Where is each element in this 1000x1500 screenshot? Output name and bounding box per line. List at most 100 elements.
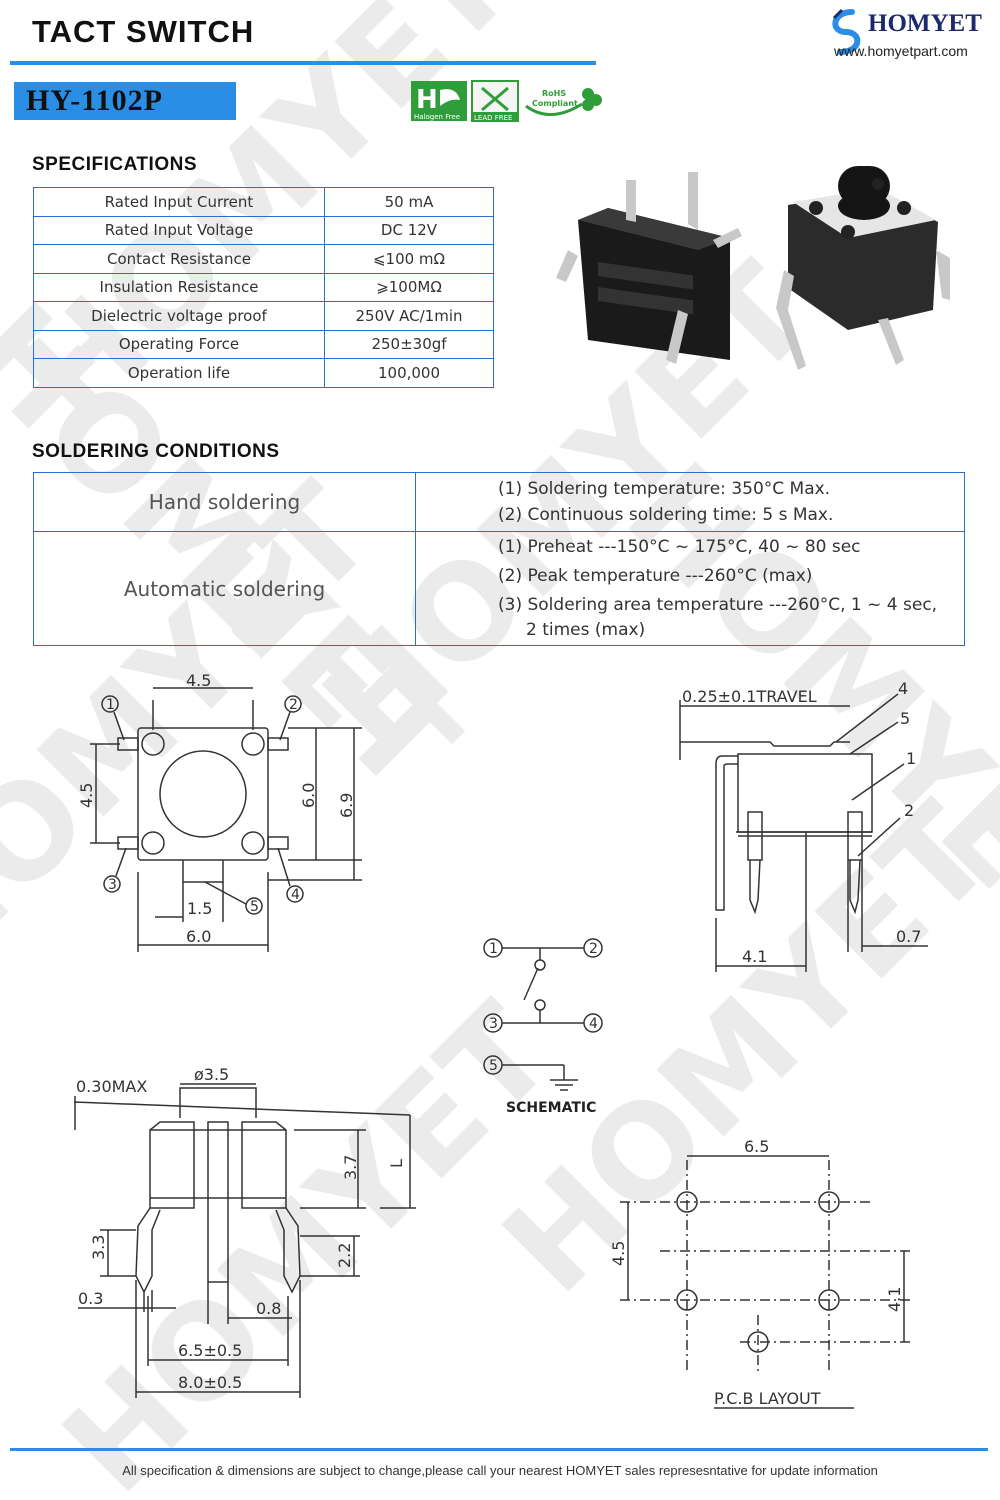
- pcb-layout-drawing: [620, 1155, 910, 1409]
- brand-url: www.homyetpart.com: [834, 43, 968, 59]
- footer-rule: [10, 1448, 988, 1451]
- dim-pin-width-front: 0.8: [256, 1299, 281, 1318]
- model-badge: [14, 82, 236, 120]
- hand-soldering-conditions: (1) Soldering temperature: 350°C Max. (2…: [415, 472, 965, 532]
- header-rule: [10, 61, 596, 65]
- spec-label: Operating Force: [33, 329, 325, 359]
- specifications-heading: SPECIFICATIONS: [32, 154, 197, 175]
- halogen-free-icon: H Halogen Free: [411, 81, 467, 121]
- svg-text:RoHS: RoHS: [542, 89, 566, 98]
- dim-pitch: 6.5±0.5: [178, 1341, 242, 1360]
- spec-label: Insulation Resistance: [33, 272, 325, 302]
- pcb-dim-height-2: 4.1: [885, 1287, 904, 1312]
- model-number: HY-1102P: [26, 84, 163, 117]
- pcb-dim-height: 4.5: [609, 1241, 628, 1266]
- condition-line: (2) Peak temperature ---260°C (max): [498, 565, 813, 586]
- doc-title: TACT SWITCH: [32, 14, 255, 49]
- dim-lead-thickness: 0.3: [78, 1289, 103, 1308]
- dim-bottom-width: 6.0: [186, 927, 211, 946]
- pin-label-5: 5: [250, 899, 259, 915]
- brand-name: HOMYET: [868, 10, 982, 37]
- pin-label-3: 3: [108, 877, 117, 893]
- pcb-dim-width: 6.5: [744, 1137, 769, 1156]
- automatic-soldering-conditions: (1) Preheat ---150°C ~ 175°C, 40 ~ 80 se…: [415, 531, 965, 646]
- hand-soldering-label: Hand soldering: [33, 472, 416, 532]
- spec-label: Rated Input Voltage: [33, 215, 325, 245]
- spec-row: Contact Resistance⩽100 mΩ: [33, 244, 494, 274]
- lead-free-icon: LEAD FREE: [471, 80, 519, 122]
- dim-total-l: L: [387, 1159, 406, 1168]
- spec-value: 100,000: [324, 358, 494, 388]
- spec-label: Dielectric voltage proof: [33, 301, 325, 331]
- front-view-drawing: [73, 1083, 416, 1398]
- dim-right-leg: 2.2: [335, 1243, 354, 1268]
- dim-left-leg: 3.3: [89, 1235, 108, 1260]
- travel-label: 0.25±0.1TRAVEL: [682, 687, 817, 706]
- side-view-drawing: [679, 693, 928, 972]
- callout-5: 5: [900, 709, 910, 728]
- node-2: 2: [589, 941, 598, 957]
- soldering-row-auto: Automatic soldering (1) Preheat ---150°C…: [33, 531, 965, 646]
- soldering-table: Hand soldering (1) Soldering temperature…: [33, 472, 965, 646]
- dim-top-width: 4.5: [186, 671, 211, 690]
- automatic-soldering-label: Automatic soldering: [33, 531, 416, 646]
- pin-label-1: 1: [106, 697, 115, 713]
- product-photos: [556, 166, 950, 370]
- node-5: 5: [489, 1058, 498, 1074]
- schematic-label: SCHEMATIC: [506, 1100, 596, 1116]
- dim-overall-width: 8.0±0.5: [178, 1373, 242, 1392]
- spec-value: 250V AC/1min: [324, 301, 494, 331]
- condition-line: (2) Continuous soldering time: 5 s Max.: [498, 505, 834, 525]
- footer-note: All specification & dimensions are subje…: [122, 1463, 878, 1478]
- condition-line: (1) Soldering temperature: 350°C Max.: [498, 479, 831, 499]
- svg-text:Halogen Free: Halogen Free: [414, 113, 460, 121]
- homyet-logo-icon: [832, 8, 861, 55]
- dim-pin-width: 0.7: [896, 927, 921, 946]
- pcb-layout-label: P.C.B LAYOUT: [714, 1389, 821, 1408]
- dim-left-height: 4.5: [77, 783, 96, 808]
- spec-value: 50 mA: [324, 187, 494, 217]
- technical-drawings: 4.5 4.5 6.0 6.9 1.5 6.0 1 2 3 4 5 0.25±0…: [73, 671, 928, 1409]
- dim-max: 0.30MAX: [76, 1077, 147, 1096]
- node-3: 3: [489, 1016, 498, 1032]
- dim-side-width: 4.1: [742, 947, 767, 966]
- soldering-heading: SOLDERING CONDITIONS: [32, 441, 280, 462]
- spec-value: ⩾100MΩ: [324, 272, 494, 302]
- svg-text:H: H: [416, 85, 438, 115]
- top-view-drawing: [90, 687, 362, 952]
- condition-continuation: 2 times (max): [526, 619, 646, 640]
- schematic-drawing: [483, 938, 603, 1091]
- node-1: 1: [489, 941, 498, 957]
- dim-outer-height: 6.9: [337, 793, 356, 818]
- callout-2: 2: [904, 801, 914, 820]
- svg-text:Compliant: Compliant: [532, 99, 578, 108]
- spec-value: ⩽100 mΩ: [324, 244, 494, 274]
- pin-label-2: 2: [289, 697, 298, 713]
- spec-value: DC 12V: [324, 215, 494, 245]
- spec-label: Contact Resistance: [33, 244, 325, 274]
- soldering-row-hand: Hand soldering (1) Soldering temperature…: [33, 472, 965, 532]
- spec-label: Rated Input Current: [33, 187, 325, 217]
- node-4: 4: [589, 1016, 598, 1032]
- dim-inner-height: 6.0: [299, 783, 318, 808]
- compliance-badges: H Halogen Free LEAD FREE RoHS Compliant: [411, 80, 602, 122]
- dim-body-height: 3.7: [341, 1155, 360, 1180]
- spec-label: Operation life: [33, 358, 325, 388]
- switch-photo-front: [776, 166, 950, 370]
- callout-1: 1: [906, 749, 916, 768]
- condition-line: (3) Soldering area temperature ---260°C,…: [498, 594, 938, 615]
- spec-row: Insulation Resistance⩾100MΩ: [33, 272, 494, 302]
- condition-line: (1) Preheat ---150°C ~ 175°C, 40 ~ 80 se…: [498, 536, 861, 557]
- pin-label-4: 4: [291, 887, 300, 903]
- dim-diameter: ø3.5: [194, 1065, 229, 1084]
- spec-value: 250±30gf: [324, 329, 494, 359]
- callout-4: 4: [898, 679, 908, 698]
- dim-notch: 1.5: [187, 899, 212, 918]
- svg-text:LEAD FREE: LEAD FREE: [474, 114, 512, 122]
